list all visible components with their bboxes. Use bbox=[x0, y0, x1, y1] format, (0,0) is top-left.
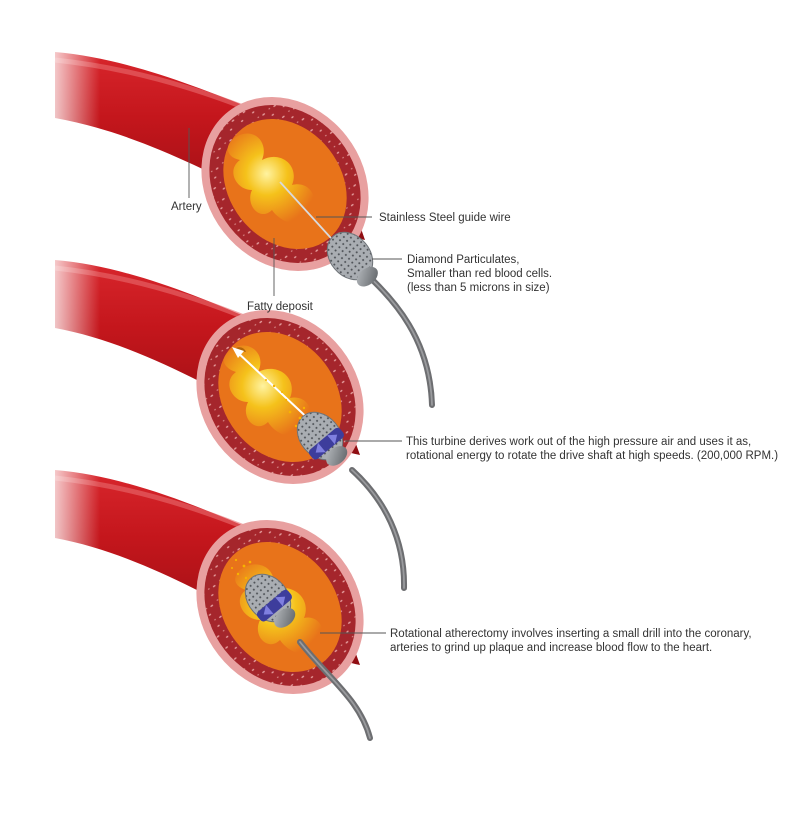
drill-path-arrow bbox=[235, 350, 316, 426]
diamond-label-line-2: Smaller than red blood cells. bbox=[407, 268, 552, 280]
guide-wire bbox=[279, 181, 341, 249]
fatty-deposit-label: Fatty deposit bbox=[247, 301, 314, 313]
turbine-label-line-1: This turbine derives work out of the hig… bbox=[406, 436, 751, 448]
leader-lines bbox=[188, 128, 402, 634]
atherectomy-label-line-2: arteries to grind up plaque and increase… bbox=[390, 642, 712, 654]
artery-section-1 bbox=[40, 40, 435, 408]
atherectomy-label-line-1: Rotational atherectomy involves insertin… bbox=[390, 628, 752, 640]
diamond-label-line-3: (less than 5 microns in size) bbox=[407, 282, 550, 294]
turbine-label-line-2: rotational energy to rotate the drive sh… bbox=[406, 450, 778, 462]
drill-burr bbox=[244, 573, 296, 628]
artery-section-2 bbox=[40, 248, 408, 591]
artery-label: Artery bbox=[171, 201, 202, 213]
artery-section-3 bbox=[40, 458, 373, 741]
burr bbox=[326, 231, 378, 287]
turbine-burr bbox=[296, 411, 348, 466]
fatty-deposit bbox=[227, 133, 315, 224]
guide-wire-label: Stainless Steel guide wire bbox=[379, 212, 511, 224]
diamond-label-line-1: Diamond Particulates, bbox=[407, 254, 520, 266]
